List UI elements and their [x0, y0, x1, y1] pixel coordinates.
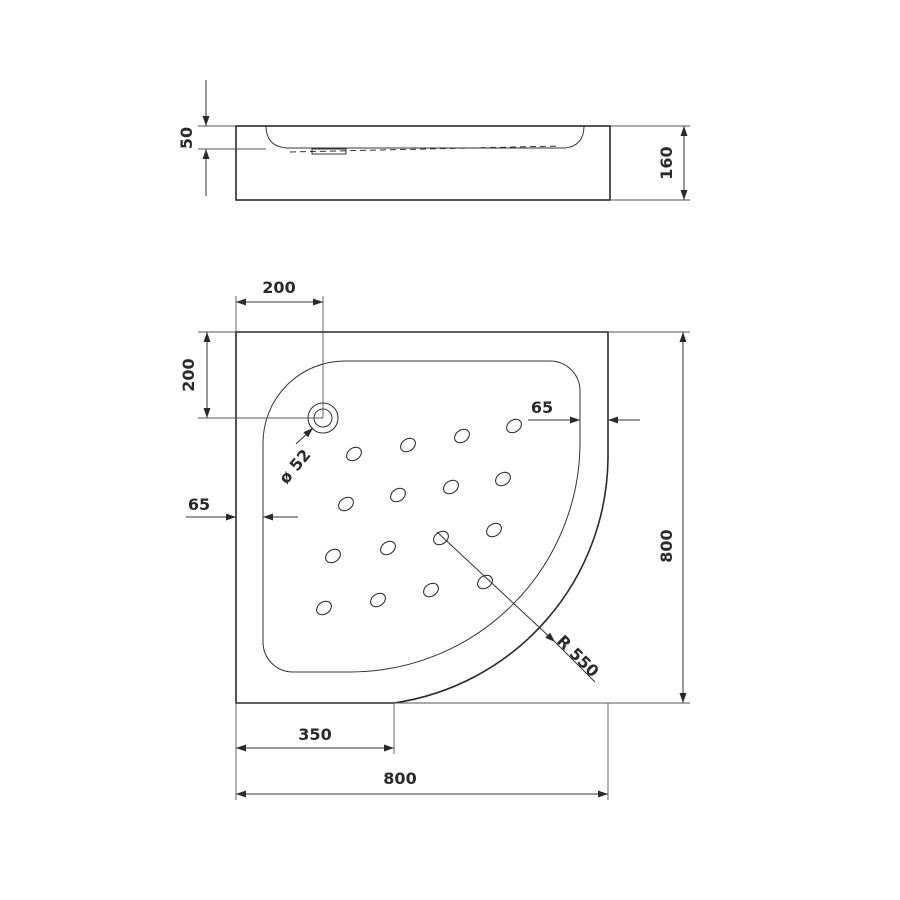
side-height-label: 160: [657, 146, 676, 179]
anti-slip-studs: [316, 418, 522, 616]
anti-slip-stud: [423, 582, 439, 598]
rim-left-label: 65: [188, 495, 210, 514]
rim-top-label: 65: [531, 398, 553, 417]
radius-label: R 550: [553, 631, 603, 681]
top-view: 200 200 65 65 ø 52 R 550 350 800: [179, 278, 690, 800]
anti-slip-stud: [338, 496, 354, 512]
side-view-outline: [235, 125, 611, 201]
anti-slip-stud: [380, 540, 396, 556]
drain-offset-y-label: 200: [179, 358, 198, 391]
drain-offset-x-label: 200: [262, 278, 295, 297]
tray-basin: [262, 360, 581, 673]
straight-length-label: 350: [298, 725, 331, 744]
tray-outline: [235, 331, 609, 704]
anti-slip-stud: [443, 479, 459, 495]
side-view-drain: [311, 148, 347, 155]
anti-slip-stud: [506, 418, 522, 434]
width-label: 800: [383, 769, 416, 788]
anti-slip-stud: [486, 522, 502, 538]
side-view: 50 160: [177, 80, 690, 201]
anti-slip-stud: [346, 446, 362, 462]
anti-slip-stud: [433, 530, 449, 546]
anti-slip-stud: [495, 471, 511, 487]
anti-slip-stud: [477, 574, 493, 590]
anti-slip-stud: [316, 600, 332, 616]
drain-diameter-label: ø 52: [275, 445, 315, 487]
side-view-basin-floor: [289, 145, 561, 153]
anti-slip-stud: [390, 487, 406, 503]
side-view-basin: [265, 125, 585, 149]
height-label: 800: [657, 529, 676, 562]
anti-slip-stud: [454, 428, 470, 444]
anti-slip-stud: [370, 592, 386, 608]
anti-slip-stud: [325, 548, 341, 564]
side-depth-label: 50: [177, 127, 196, 149]
anti-slip-stud: [400, 437, 416, 453]
